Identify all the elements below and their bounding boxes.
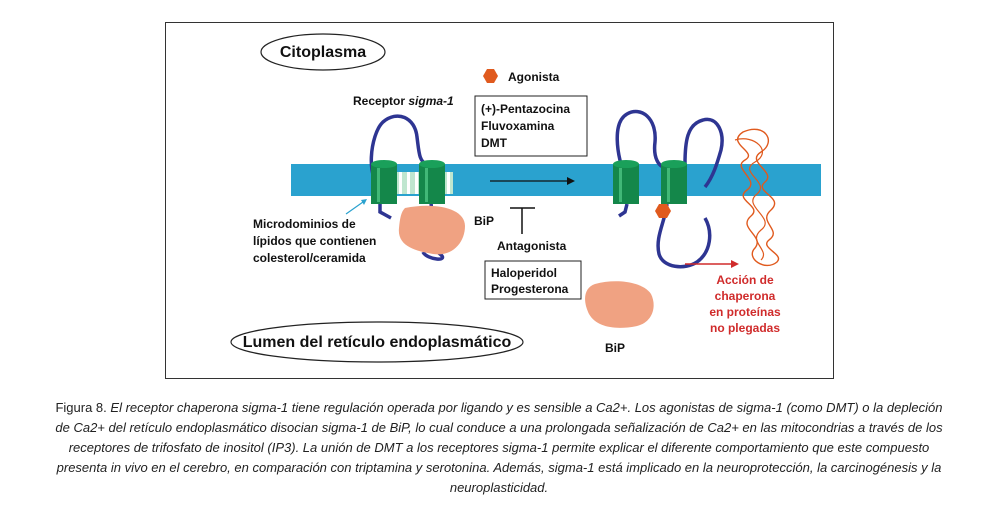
cytoplasm-oval xyxy=(260,33,386,71)
receptor-right-loop xyxy=(615,109,666,204)
chaperone-label-line: Acción de xyxy=(716,273,774,287)
bip-free-label: BiP xyxy=(605,341,625,355)
cytoplasm-label: Citoplasma xyxy=(280,44,366,61)
agonist-list-box xyxy=(474,95,588,157)
receptor-channel-right-2 xyxy=(661,160,687,204)
bound-agonist-icon xyxy=(655,204,671,218)
receptor-channel-left-2 xyxy=(419,160,445,204)
unfolded-protein xyxy=(736,128,780,267)
agonist-item: Fluvoxamina xyxy=(481,119,555,133)
agonist-item: DMT xyxy=(481,136,508,150)
receptor-left-loop xyxy=(369,114,428,189)
figure-frame xyxy=(165,22,834,379)
sigma1-diagram: Citoplasma Agonista Receptor sigma-1 (+)… xyxy=(230,33,821,363)
antagonist-item: Haloperidol xyxy=(491,266,557,280)
receptor-channel-right-1 xyxy=(613,160,639,204)
microdomain-pointer xyxy=(345,201,364,215)
unfolded-protein-strand xyxy=(734,138,766,261)
antagonist-item: Progesterona xyxy=(491,282,569,296)
agonist-hexagon-icon xyxy=(483,69,498,83)
chaperone-arrowhead-icon xyxy=(731,260,739,268)
agonist-legend-label: Agonista xyxy=(508,70,560,84)
microdomain-label-line: colesterol/ceramida xyxy=(253,251,366,265)
bip-bound-blob xyxy=(398,205,465,255)
bip-free-blob xyxy=(585,281,654,328)
antagonist-list-box xyxy=(484,260,582,300)
antagonist-label: Antagonista xyxy=(497,239,567,253)
figure-caption: Figura 8. El receptor chaperona sigma-1 … xyxy=(52,398,946,498)
receptor-left-tail xyxy=(378,202,392,220)
microdomain-label-line: Microdominios de xyxy=(253,217,356,231)
chaperone-label-line: no plegadas xyxy=(710,321,780,335)
figure-number: Figura 8. xyxy=(55,400,107,415)
microdomain-label-line: lípidos que contienen xyxy=(253,234,376,248)
chaperone-label-line: en proteínas xyxy=(709,305,781,319)
dissociation-arrowhead-icon xyxy=(567,177,575,185)
lumen-oval xyxy=(230,321,524,363)
agonist-item: (+)-Pentazocina xyxy=(481,102,570,116)
microdomain-pointer-head-icon xyxy=(361,199,367,205)
receptor-right-tail xyxy=(618,203,629,218)
caption-text: El receptor chaperona sigma-1 tiene regu… xyxy=(55,400,943,495)
bip-bound-label: BiP xyxy=(474,214,494,228)
receptor-right-loop-2 xyxy=(683,117,724,189)
lumen-label: Lumen del retículo endoplasmático xyxy=(243,334,512,351)
receptor-right-ctail xyxy=(656,203,712,269)
chaperone-label-line: chaperona xyxy=(715,289,776,303)
receptor-label: Receptor sigma-1 xyxy=(353,94,454,108)
receptor-channel-left-1 xyxy=(371,160,397,204)
